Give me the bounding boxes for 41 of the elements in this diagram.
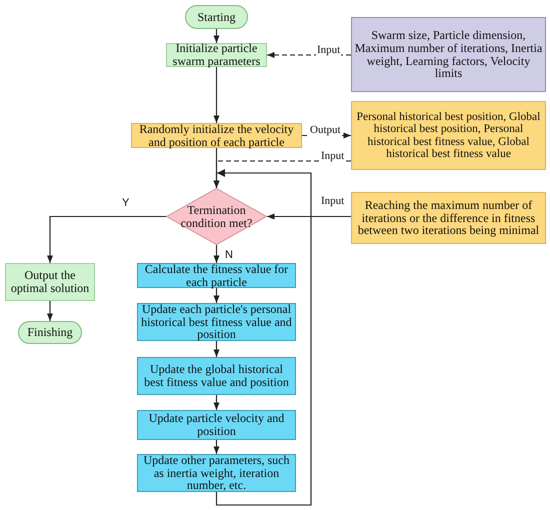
node-text: Swarm size, Particle dimension, Maximum number of iterations, Inertia weight, Learning factors, Velocity limits bbox=[354, 29, 544, 80]
node-text: Update the global historical best fitness value and position bbox=[143, 363, 290, 389]
node-text: Initialize particle swarm parameters bbox=[172, 42, 262, 68]
end-terminal bbox=[18, 321, 82, 344]
node-text: Personal historical best position, Global historical best position, Personal historical best fitness value, Global historical best fitness value bbox=[356, 111, 542, 160]
arrow bbox=[46, 301, 54, 321]
arrow bbox=[213, 395, 220, 410]
edge-label: Output bbox=[309, 125, 342, 136]
output-box bbox=[351, 101, 546, 170]
node-text: Calculate the fitness value for each particle bbox=[144, 262, 290, 288]
edge-label: Y bbox=[121, 198, 130, 209]
arrow bbox=[46, 216, 166, 263]
arrow bbox=[213, 172, 312, 506]
node-text: Reaching the maximum number of iterations or the difference in fitness between two iterations being minimal bbox=[356, 199, 540, 237]
start-terminal bbox=[185, 5, 248, 29]
arrow bbox=[267, 213, 351, 220]
decision-diamond bbox=[166, 188, 267, 245]
process-box bbox=[166, 43, 267, 67]
node-text: Update other parameters, such as inertia weight, iteration number, etc. bbox=[142, 454, 290, 492]
process-box bbox=[137, 410, 296, 440]
node-text: Randomly initialize the velocity and position of each particle bbox=[138, 122, 295, 148]
input-condition-box bbox=[351, 192, 546, 244]
arrow bbox=[213, 67, 220, 123]
arrow bbox=[213, 245, 220, 263]
node-text: Output the optimal solution bbox=[10, 269, 90, 295]
edge-label: N bbox=[224, 250, 234, 261]
process-box bbox=[137, 357, 296, 395]
node-text: Update particle velocity and position bbox=[148, 412, 286, 438]
node-text: Termination condition met? bbox=[180, 204, 254, 230]
arrow bbox=[213, 29, 220, 43]
edge-label: Input bbox=[316, 45, 342, 56]
node-text: Starting bbox=[198, 10, 236, 24]
arrow bbox=[213, 288, 220, 303]
edge-label: Input bbox=[320, 151, 346, 162]
arrow bbox=[213, 440, 220, 454]
edge-label: Input bbox=[320, 196, 346, 207]
arrow bbox=[213, 341, 220, 357]
node-text: Update each particle's personal historical best fitness value and position bbox=[140, 303, 293, 341]
process-box bbox=[5, 263, 95, 301]
node-text: Finishing bbox=[27, 326, 73, 339]
input-parameter-box bbox=[351, 17, 546, 92]
